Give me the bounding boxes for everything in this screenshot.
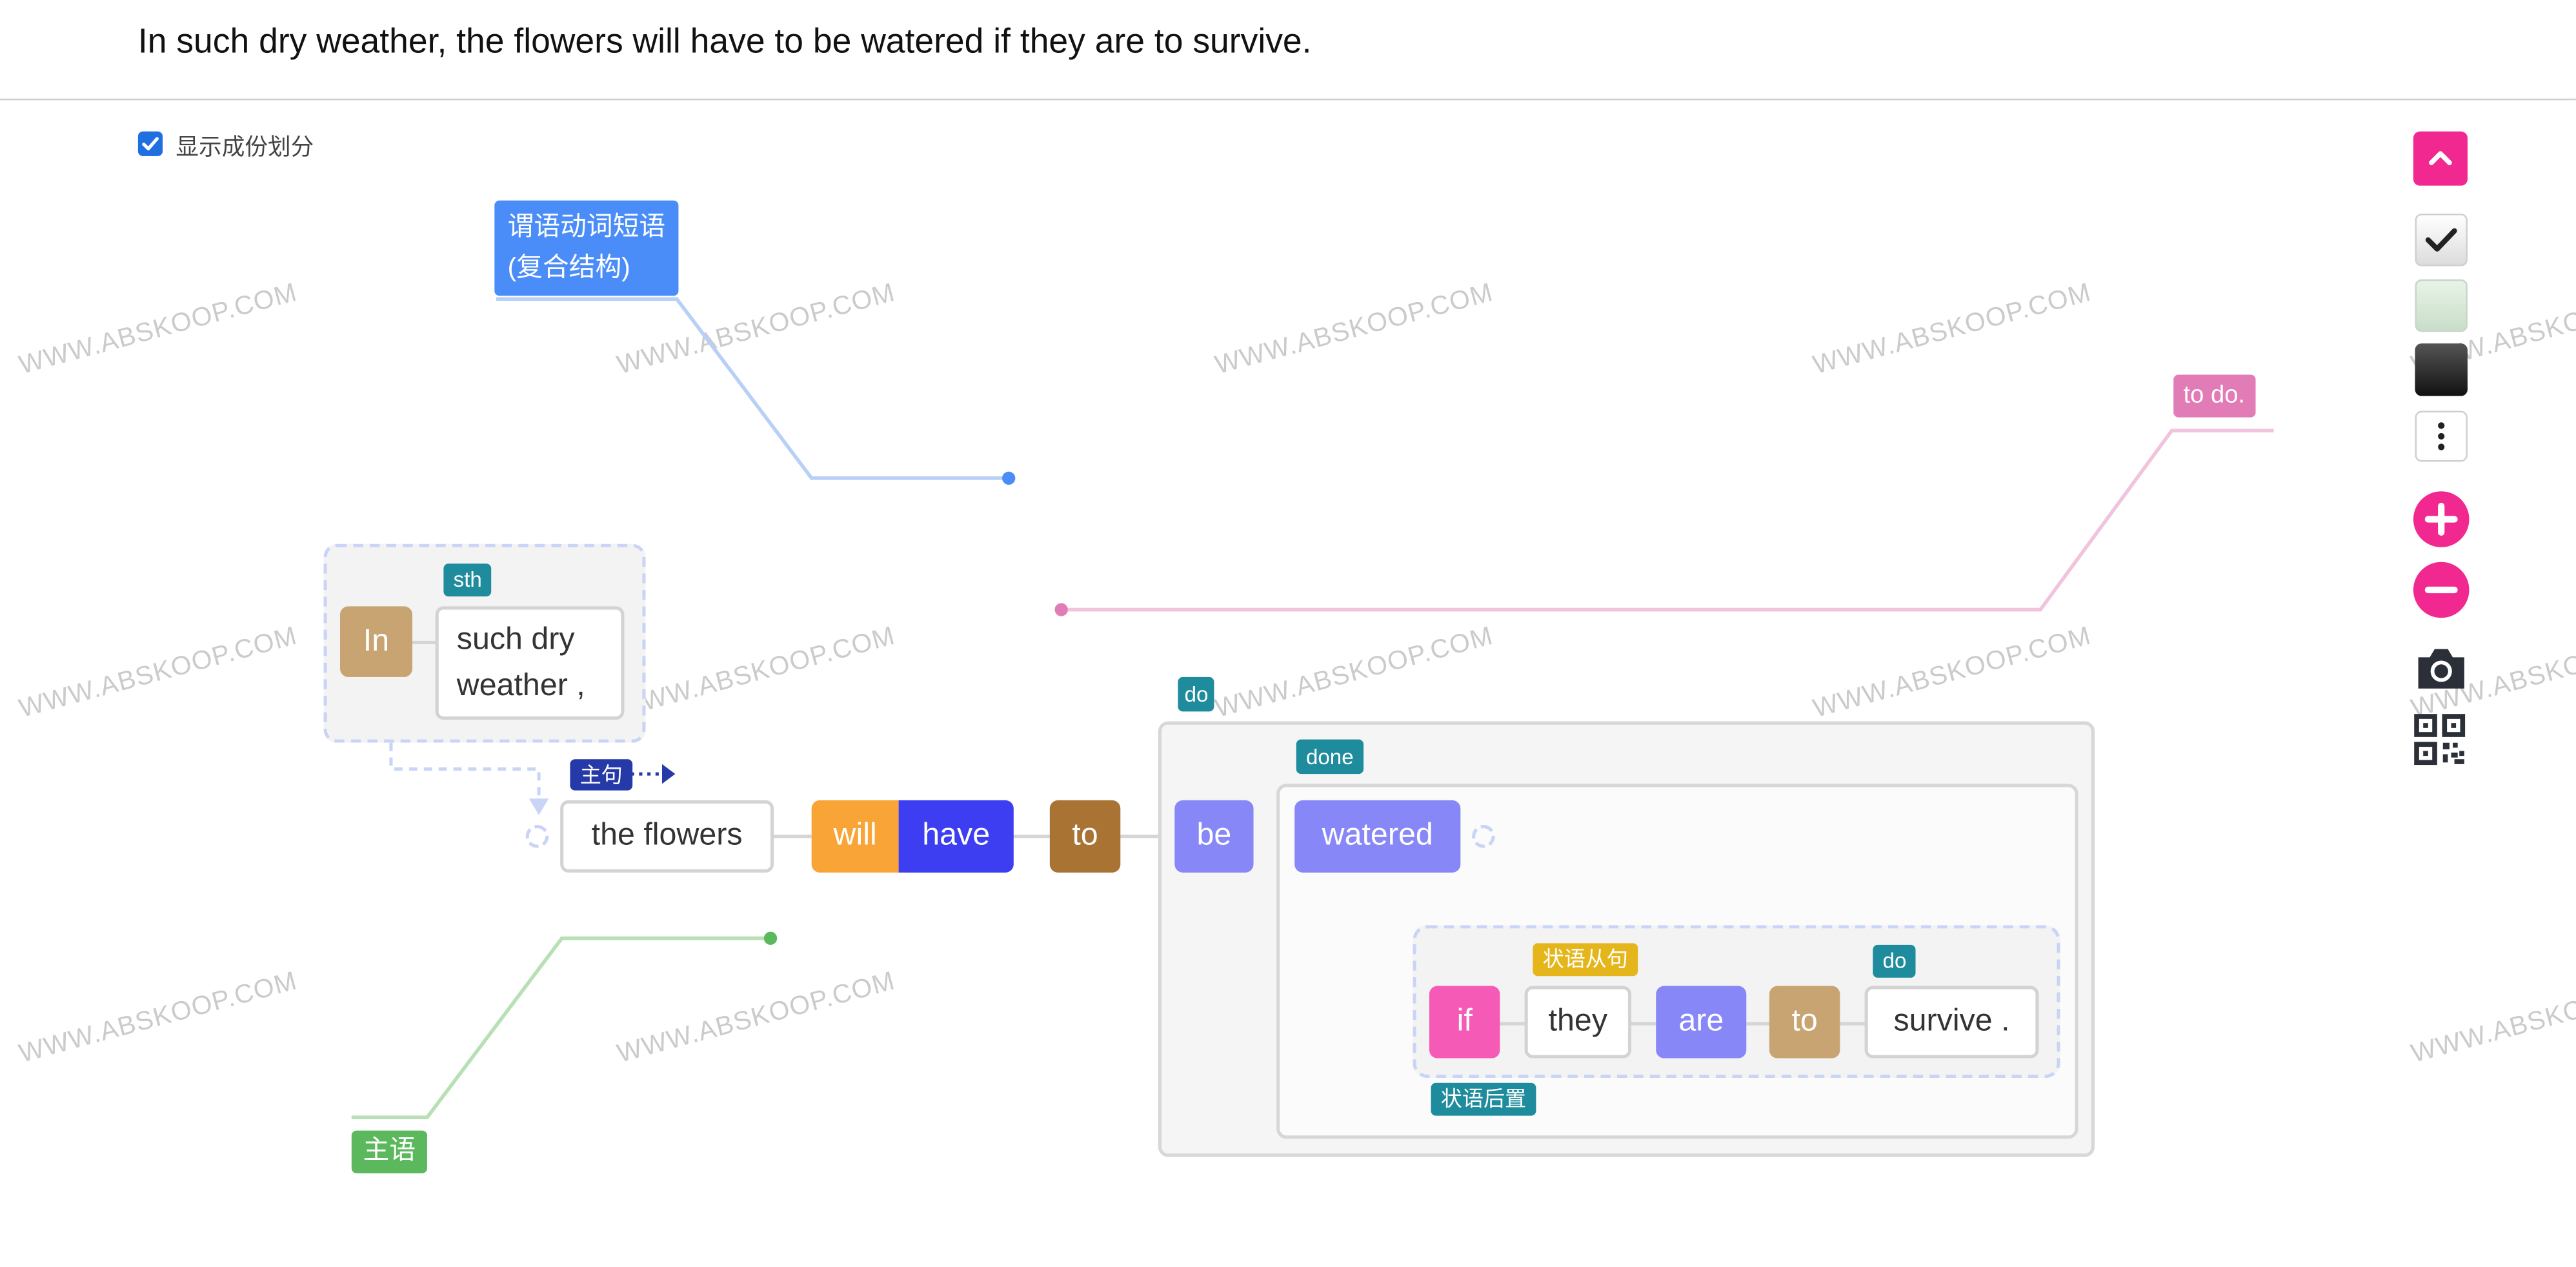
predicate-leader-dot [1001,471,1016,485]
predicate-leader-line [496,297,1009,480]
token-will[interactable]: will [811,800,899,873]
in-group-connector [389,742,541,812]
connector [1746,1022,1769,1026]
sentence-text: In such dry weather, the flowers will ha… [137,23,1312,61]
connector [772,835,812,838]
token-be[interactable]: be [1174,800,1254,873]
to-do-leader-dot [1054,603,1068,616]
connector [1500,1022,1527,1026]
subject-anchor-ring [525,825,549,848]
camera-icon [2418,649,2464,689]
check-icon [2425,228,2457,252]
token-watered[interactable]: watered [1294,800,1461,873]
token-such-dry-weather[interactable]: such dry weather , [435,606,625,720]
token-the-flowers[interactable]: the flowers [560,800,774,873]
adverbial-clause-tag: 状语从句 [1533,943,1638,977]
zoom-out-button[interactable] [2413,562,2470,618]
zoom-in-icon [2424,503,2458,536]
connector [1629,1022,1658,1026]
predicate-phrase-line-2: (复合结构) [507,254,630,283]
to-do-leader-line [1061,429,2274,612]
sth-tag: sth [443,563,492,597]
more-button[interactable] [2415,411,2468,462]
zoom-in-button[interactable] [2413,491,2470,547]
more-icon [2438,422,2445,451]
main-clause-arrow-head [661,764,676,784]
in-group-arrow [528,798,549,815]
token-to-2[interactable]: to [1769,986,1840,1059]
connector [1840,1022,1867,1026]
token-they[interactable]: they [1524,986,1632,1059]
dark-theme-button[interactable] [2415,343,2468,396]
done-tag: done [1296,739,1363,775]
to-do-label: to do. [2173,374,2255,418]
watered-anchor-ring [1472,825,1495,848]
connector [1013,835,1050,838]
default-theme-button[interactable] [2415,213,2468,267]
token-if[interactable]: if [1429,986,1500,1059]
subject-label: 主语 [351,1130,427,1173]
token-to[interactable]: to [1049,800,1121,873]
check-icon [142,137,159,150]
adverbial-postposed-tag: 状语后置 [1431,1082,1536,1116]
token-such-dry-line1: such dry [456,622,575,657]
show-parts-label: 显示成份划分 [176,133,314,159]
sentence-bar: In such dry weather, the flowers will ha… [0,0,2576,101]
subject-leader-dot [763,931,778,945]
predicate-phrase-label: 谓语动词短语 (复合结构) [494,200,679,296]
do-outer-tag: do [1178,676,1215,712]
light-theme-button[interactable] [2415,279,2468,332]
screenshot-button[interactable] [2413,644,2470,693]
main-clause-tag: 主句 [570,759,633,791]
token-are[interactable]: are [1656,986,1747,1059]
token-in[interactable]: In [340,606,413,677]
qr-code-icon [2414,714,2466,765]
do-inner-tag: do [1873,944,1917,978]
token-such-dry-line2: weather , [456,667,585,703]
predicate-phrase-line-1: 谓语动词短语 [507,213,666,242]
connector [1120,835,1175,838]
qr-code-button[interactable] [2413,713,2466,765]
token-survive[interactable]: survive . [1864,986,2039,1059]
chevron-up-icon [2429,151,2452,165]
zoom-out-icon [2424,586,2458,594]
show-parts-checkbox[interactable] [137,131,163,156]
token-have[interactable]: have [898,800,1014,873]
connector [412,640,438,644]
subject-leader-line [351,936,771,1120]
scroll-top-button[interactable] [2413,131,2468,186]
